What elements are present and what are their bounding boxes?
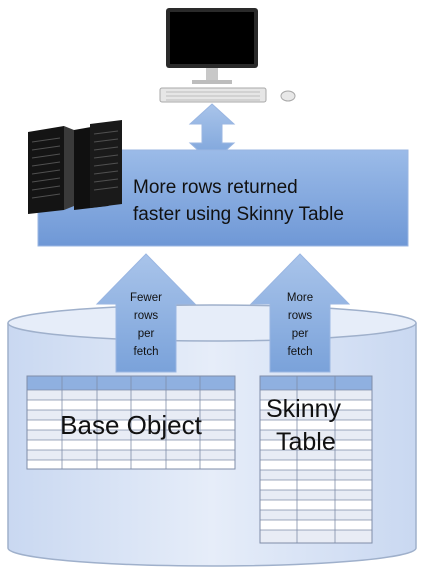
up-arrow-right [249,253,351,373]
left-arrow-line-1: Fewer [130,292,162,304]
server-box-line-2: faster using Skinny Table [133,204,344,225]
skinny-table-label-line-1: Skinny [266,395,342,423]
skinny-table [259,375,373,544]
right-arrow-line-4: fetch [288,346,313,358]
left-arrow-line-2: rows [134,310,159,322]
desktop-computer-icon [159,8,296,103]
skinny-table-label-line-2: Table [276,428,336,456]
base-object-table [26,375,236,470]
server-rack-icon [28,120,122,214]
left-arrow-line-4: fetch [134,346,159,358]
right-arrow-line-3: per [292,328,309,340]
base-object-label: Base Object [60,410,202,440]
right-arrow-line-1: More [287,292,313,304]
right-arrow-line-2: rows [288,310,313,322]
up-arrow-left [95,253,197,373]
left-arrow-line-3: per [138,328,155,340]
server-box-line-1: More rows returned [133,177,298,198]
